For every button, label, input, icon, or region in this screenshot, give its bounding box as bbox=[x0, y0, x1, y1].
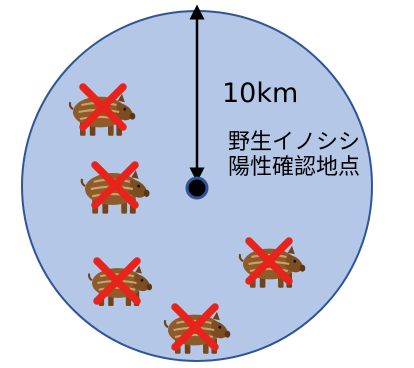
radius-label: 10km bbox=[222, 78, 299, 109]
center-label-line2: 陽性確認地点 bbox=[228, 155, 361, 181]
center-point-label: 野生イノシシ 陽性確認地点 bbox=[228, 130, 360, 181]
center-label-line1: 野生イノシシ bbox=[228, 130, 361, 155]
positive-confirmation-point bbox=[185, 176, 209, 200]
